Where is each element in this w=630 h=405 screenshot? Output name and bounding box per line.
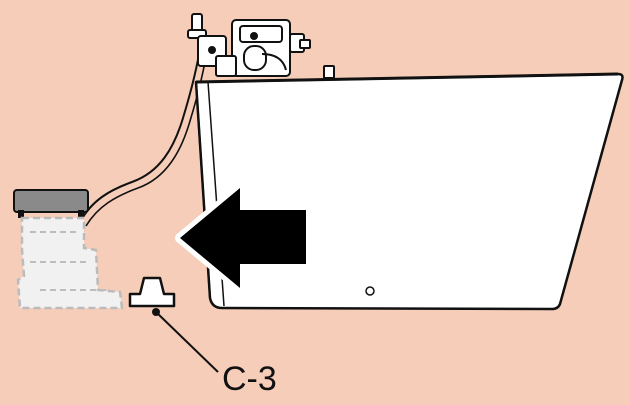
hose xyxy=(79,41,209,227)
main-tank xyxy=(194,72,624,311)
component-lid xyxy=(13,189,89,213)
callout-label-c3: C-3 xyxy=(222,360,277,398)
indicator-hole xyxy=(365,286,375,296)
cap-c3 xyxy=(128,276,176,308)
direction-arrow xyxy=(175,183,311,293)
valve-assembly xyxy=(187,13,335,79)
callout-leader xyxy=(152,308,219,373)
dashed-component xyxy=(13,189,124,310)
